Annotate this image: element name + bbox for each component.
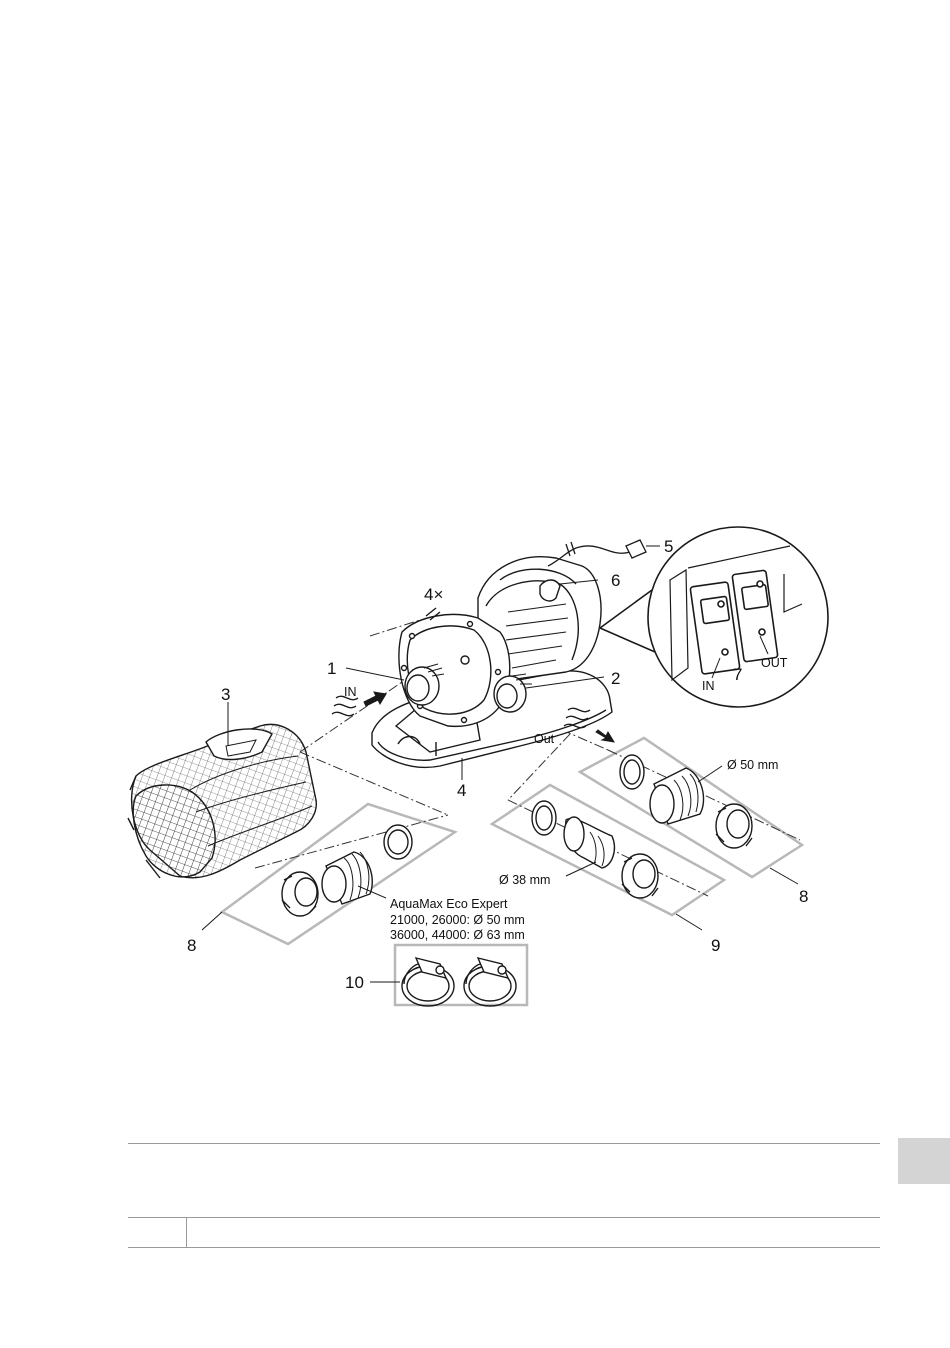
callout-4: 4: [457, 781, 466, 800]
callout-8-left: 8: [187, 936, 196, 955]
label-kit-line-2: 21000, 26000: Ø 50 mm: [390, 913, 525, 927]
label-diameter-38: Ø 38 mm: [499, 873, 550, 887]
label-detail-in: IN: [702, 679, 715, 693]
hose-clamps: [402, 958, 516, 1006]
callout-2: 2: [611, 669, 620, 688]
callout-1: 1: [327, 659, 336, 678]
callout-4x: 4×: [424, 585, 443, 604]
rule-divider: [186, 1217, 187, 1247]
filter-basket: [128, 724, 316, 878]
label-detail-out: OUT: [761, 656, 788, 670]
label-kit-line-1: AquaMax Eco Expert: [390, 897, 508, 911]
rule-middle: [128, 1217, 880, 1218]
label-in-arrow: IN: [344, 685, 357, 699]
accessory-set-middle: [532, 801, 658, 898]
label-diameter-50: Ø 50 mm: [727, 758, 778, 772]
callout-5: 5: [664, 537, 673, 556]
rule-bottom: [128, 1247, 880, 1248]
callout-7: 7: [733, 665, 742, 684]
callout-9: 9: [711, 936, 720, 955]
callout-8-right: 8: [799, 887, 808, 906]
page-tab-marker: [898, 1138, 950, 1184]
rule-top: [128, 1143, 880, 1144]
label-kit-line-3: 36000, 44000: Ø 63 mm: [390, 928, 525, 942]
callout-3: 3: [221, 685, 230, 704]
callout-10: 10: [345, 973, 364, 992]
callout-6: 6: [611, 571, 620, 590]
label-out-arrow: Out: [534, 732, 555, 746]
